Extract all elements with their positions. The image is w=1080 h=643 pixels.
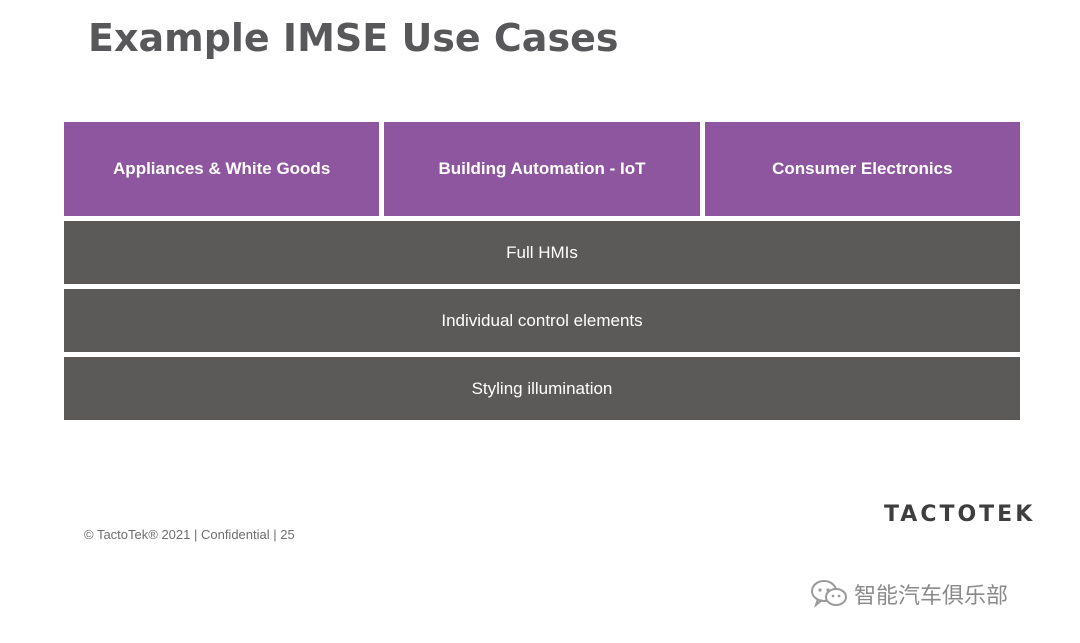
category-row: Appliances & White Goods Building Automa… <box>64 122 1020 216</box>
layer-styling-illumination: Styling illumination <box>64 357 1020 420</box>
category-consumer-electronics: Consumer Electronics <box>704 122 1020 216</box>
page-title: Example IMSE Use Cases <box>88 16 619 60</box>
use-case-diagram: Appliances & White Goods Building Automa… <box>64 122 1020 420</box>
watermark-text: 智能汽车俱乐部 <box>854 583 1009 608</box>
category-building-automation: Building Automation - IoT <box>384 122 700 216</box>
wechat-icon <box>810 579 848 609</box>
layer-full-hmis: Full HMIs <box>64 221 1020 284</box>
layer-individual-control-elements: Individual control elements <box>64 289 1020 352</box>
footer-text: © TactoTek® 2021 | Confidential | 25 <box>84 527 295 542</box>
company-logo: TACTOTEK <box>884 502 1036 527</box>
watermark: 智能汽车俱乐部 <box>810 578 1008 610</box>
category-appliances: Appliances & White Goods <box>64 122 380 216</box>
